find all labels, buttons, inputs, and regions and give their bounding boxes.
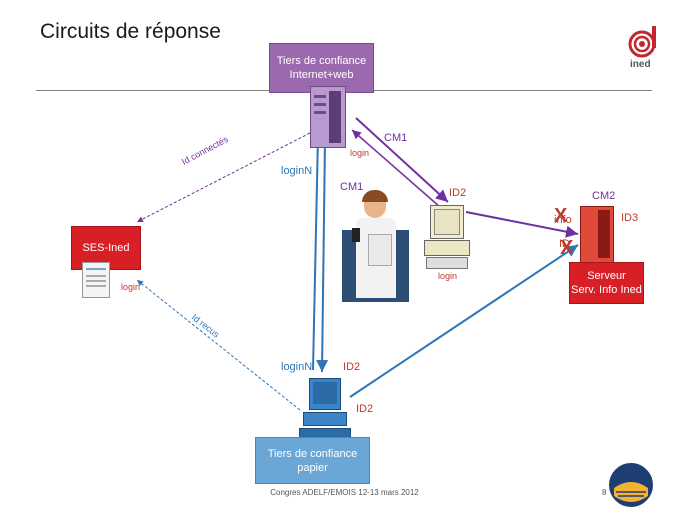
label-cm1-top: CM1 [384,132,408,144]
enquete-logo-icon [609,463,653,507]
ined-logo-text: ined [630,59,651,70]
label-cm2: CM2 [592,190,616,202]
label-login-pc: login [438,271,458,281]
doctor-illustration [342,190,409,304]
label-loginN-up: loginN [281,165,313,177]
node-serveur: Serveur Serv. Info Ined [569,262,644,304]
cross-mark-1: X [554,205,568,227]
label-id-short: ID [559,238,570,250]
node-tiers-papier-label: Tiers de confiance papier [267,447,358,474]
label-id3: ID3 [621,212,639,224]
label-loginN-down: loginN [281,361,313,373]
label-id2-lower: ID2 [356,403,374,415]
arrow-cm1-to-pc [355,117,449,203]
footer-text: Congres ADELF/EMOIS 12-13 mars 2012 [270,488,419,497]
server-tower-serveur [580,206,614,263]
arrow-papier-to-serveur [349,244,579,398]
computer-icon-papier [299,378,351,442]
label-id2-right: ID2 [449,187,467,199]
enquete-logo [608,462,654,508]
label-id2-bottom: ID2 [343,361,361,373]
node-tiers-web-label: Tiers de confiance Internet+web [276,55,367,81]
node-ses-label: SES-Ined [82,242,130,254]
document-icon [82,262,110,298]
arrow-loginN-up [311,135,324,371]
cross-mark-2: X [560,237,574,259]
arrow-pc-to-serveur [465,211,579,238]
arrow-id-connectes [136,132,311,223]
node-tiers-web: Tiers de confiance Internet+web [269,43,374,93]
page-number: 8 [602,488,607,497]
computer-icon-login [424,205,470,271]
label-info: info [554,214,572,226]
ined-logo: ined [628,24,660,76]
node-serveur-label: Serveur Serv. Info Ined [571,270,642,296]
label-cm1-mid: CM1 [340,181,364,193]
slide-title: Circuits de réponse [40,20,221,43]
arrow-id-recus [136,279,301,411]
ined-logo-icon [628,26,656,58]
node-tiers-papier: Tiers de confiance papier [255,437,370,484]
label-login-ses: login [121,282,141,292]
arrow-login-to-server [351,129,441,208]
arrow-loginN-down [316,139,329,373]
server-tower-tiers-web [310,86,346,148]
label-login-top: login [350,148,370,158]
